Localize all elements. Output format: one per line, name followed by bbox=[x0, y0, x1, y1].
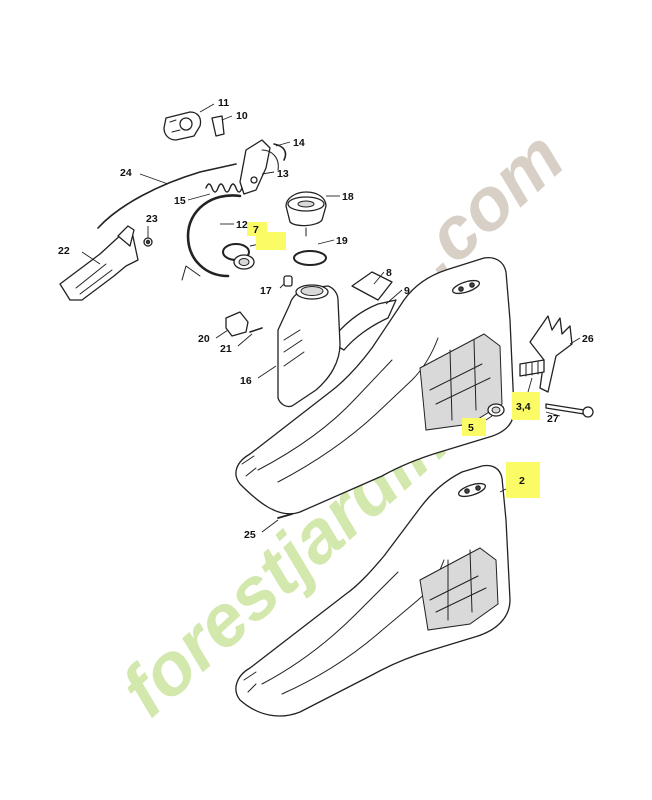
label-11: 11 bbox=[218, 97, 229, 109]
lower-housing-part-2 bbox=[235, 464, 511, 717]
label-highlight-7b bbox=[256, 232, 286, 250]
lever-part-10 bbox=[211, 115, 225, 137]
hand-guard-part-22 bbox=[59, 225, 139, 301]
label-9: 9 bbox=[404, 285, 410, 297]
screw-part-21 bbox=[249, 327, 263, 333]
bushing bbox=[233, 254, 255, 270]
label-5: 5 bbox=[468, 422, 474, 434]
label-22: 22 bbox=[58, 245, 70, 257]
label-18: 18 bbox=[342, 191, 354, 203]
label-12: 12 bbox=[236, 219, 248, 231]
o-ring-part-19 bbox=[293, 250, 327, 266]
oil-cap-part-18 bbox=[285, 191, 327, 237]
label-13: 13 bbox=[277, 168, 289, 180]
oil-tank-part-16 bbox=[277, 284, 341, 408]
block-part-20 bbox=[225, 311, 249, 337]
label-27: 27 bbox=[547, 413, 559, 425]
label-25: 25 bbox=[244, 529, 256, 541]
label-16: 16 bbox=[240, 375, 252, 387]
label-highlight-3-4 bbox=[512, 392, 540, 420]
label-20: 20 bbox=[198, 333, 210, 345]
spike-bar-part-26 bbox=[529, 315, 573, 393]
label-highlight-2 bbox=[506, 462, 540, 498]
label-10: 10 bbox=[236, 110, 248, 122]
spring-part-15 bbox=[205, 183, 243, 193]
bolt-part-27 bbox=[545, 403, 594, 418]
label-7: 7 bbox=[253, 224, 259, 236]
label-26: 26 bbox=[582, 333, 594, 345]
lever-assembly-part-13-14 bbox=[239, 139, 287, 195]
label-8: 8 bbox=[386, 267, 392, 279]
brake-band-part-12 bbox=[186, 194, 242, 278]
nut-part-5 bbox=[487, 403, 505, 417]
label-14: 14 bbox=[293, 137, 305, 149]
switch-part-11 bbox=[163, 111, 202, 141]
label-17: 17 bbox=[260, 285, 272, 297]
label-2: 2 bbox=[519, 475, 525, 487]
label-15: 15 bbox=[174, 195, 186, 207]
leader-lines bbox=[81, 103, 581, 533]
screw-part-25 bbox=[277, 513, 293, 519]
label-24: 24 bbox=[120, 167, 132, 179]
label-3-4: 3,4 bbox=[516, 401, 531, 413]
label-19: 19 bbox=[336, 235, 348, 247]
label-23: 23 bbox=[146, 213, 158, 225]
rod-part-24 bbox=[97, 163, 237, 229]
upper-housing bbox=[235, 256, 515, 515]
adjusting-screw-part-3-4 bbox=[519, 359, 545, 377]
label-highlight-5 bbox=[462, 418, 486, 436]
screw-part-23 bbox=[143, 237, 153, 247]
part-labels: 11 10 14 13 24 15 18 23 12 7 19 22 8 17 … bbox=[58, 97, 594, 541]
strainer-part-17 bbox=[283, 275, 293, 287]
label-21: 21 bbox=[220, 343, 232, 355]
